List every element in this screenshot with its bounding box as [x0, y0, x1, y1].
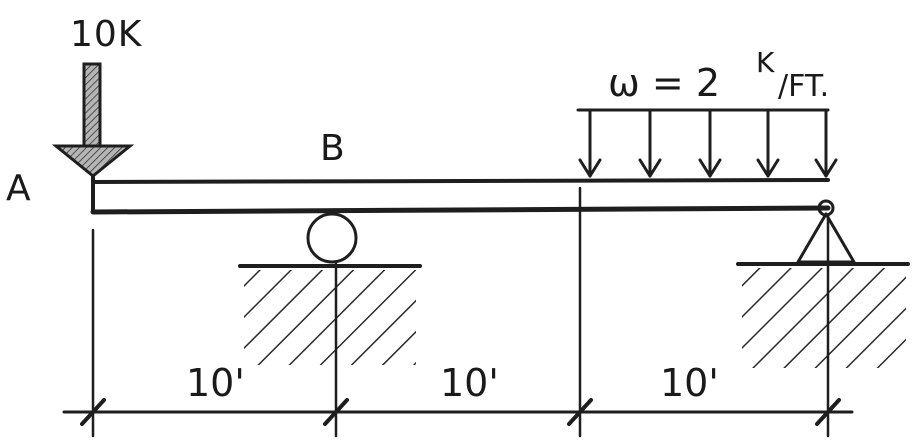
extension-lines [91, 186, 830, 438]
dimension-line [62, 398, 854, 426]
point-b-label: B [320, 128, 345, 169]
point-a-label: A [6, 168, 31, 209]
point-load-arrow [51, 62, 135, 178]
pin-support [736, 199, 910, 368]
distributed-load [576, 108, 838, 178]
dimension-label-ab: 10' [186, 361, 245, 405]
dimension-label-cd: 10' [660, 361, 719, 405]
roller-support [238, 212, 422, 365]
beam [90, 174, 831, 215]
distributed-load-unit-numerator: K [756, 46, 775, 79]
point-load-label: 10K [70, 14, 143, 55]
distributed-load-label: ω = 2 [608, 61, 720, 105]
dimension-label-bc: 10' [440, 361, 499, 405]
distributed-load-unit-denominator: /FT. [778, 69, 829, 104]
